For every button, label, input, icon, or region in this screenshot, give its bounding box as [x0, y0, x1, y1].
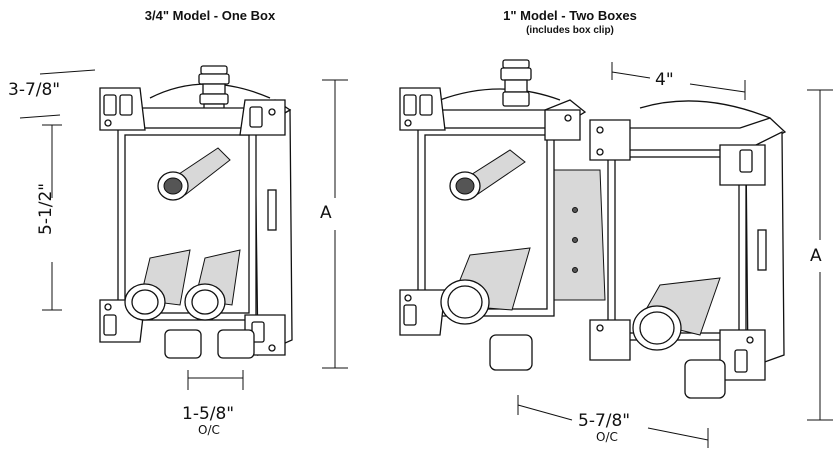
right-dimension-lines — [517, 62, 833, 448]
left-dimension-lines — [19, 69, 348, 390]
top-push-fitting-right — [500, 59, 532, 107]
right-spacing-oc-label: O/C — [596, 430, 618, 444]
right-model-subtitle: (includes box clip) — [526, 25, 614, 36]
right-overall-dimension-label: A — [810, 246, 822, 266]
left-overall-dimension-label: A — [320, 203, 332, 223]
right-spacing-dimension-label: 5-7/8" — [578, 411, 631, 431]
one-box-assembly — [99, 65, 293, 359]
width-dimension-label: 4" — [655, 70, 674, 90]
upper-pipe-fitting — [157, 147, 231, 201]
right-model-title: 1" Model - Two Boxes — [503, 8, 637, 23]
depth-dimension-label: 3-7/8" — [8, 80, 61, 100]
lower-pipe-fittings — [124, 249, 255, 359]
left-spacing-dimension-label: 1-5/8" — [182, 404, 235, 424]
two-box-assembly — [399, 59, 787, 399]
top-push-fitting — [198, 65, 230, 115]
left-model-title: 3/4" Model - One Box — [144, 8, 276, 23]
left-spacing-oc-label: O/C — [198, 423, 220, 437]
